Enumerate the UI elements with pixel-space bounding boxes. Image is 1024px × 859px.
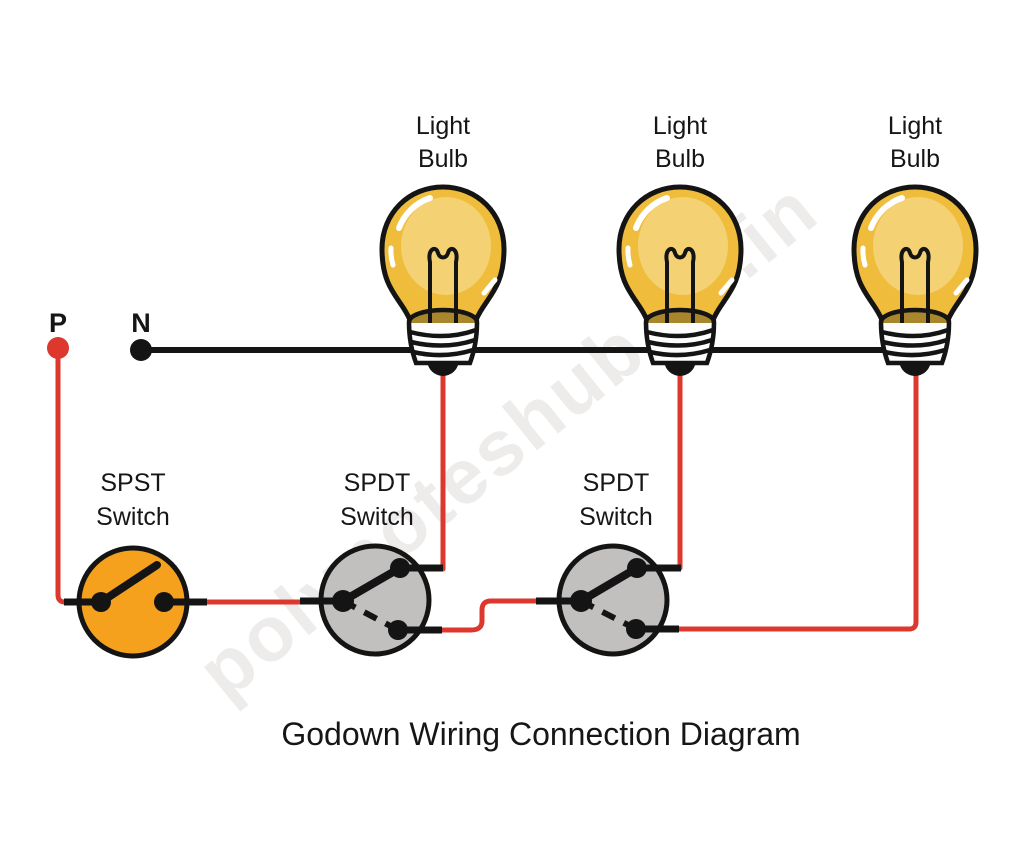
spst-terminal-left [91, 592, 111, 612]
wire-spdt1-to-spdt2 [439, 598, 540, 633]
neutral-terminal-dot [130, 339, 152, 361]
phase-terminal-dot [47, 337, 69, 359]
spdt2-terminal-common [570, 590, 592, 612]
diagram-title: Godown Wiring Connection Diagram [281, 716, 800, 752]
bulb-2: Light Bulb [619, 112, 741, 376]
wire-spdt2-to-bulb3 [675, 371, 919, 632]
spdt2-label-line1: SPDT [583, 469, 650, 497]
phase-wires [55, 349, 919, 633]
spdt2-terminal-bottom [626, 619, 646, 639]
spdt1-terminal-bottom [388, 620, 408, 640]
bulb-1: Light Bulb [382, 112, 504, 376]
bulb-2-label-line2: Bulb [655, 145, 705, 173]
phase-label: P [49, 308, 67, 338]
bulb-3-label-line1: Light [888, 112, 942, 140]
supply-terminals: P N [47, 308, 152, 361]
spdt-switch-2: SPDT Switch [536, 469, 681, 657]
bulb-1-label-line2: Bulb [418, 145, 468, 173]
spdt-switch-1: SPDT Switch [300, 469, 443, 657]
spst-label-line2: Switch [96, 503, 170, 531]
spst-terminal-right [154, 592, 174, 612]
spdt2-terminal-top [627, 558, 647, 578]
bulb-2-label-line1: Light [653, 112, 707, 140]
neutral-label: N [131, 308, 151, 338]
spdt2-label-line2: Switch [579, 503, 653, 531]
spst-lever [97, 561, 161, 606]
spdt1-label-line2: Switch [340, 503, 414, 531]
spdt1-label-line1: SPDT [344, 469, 411, 497]
spdt1-terminal-common [332, 590, 354, 612]
bulb-3-label-line2: Bulb [890, 145, 940, 173]
bulb-3: Light Bulb [854, 112, 976, 376]
spst-label-line1: SPST [100, 469, 165, 497]
spdt1-terminal-top [390, 558, 410, 578]
bulb-1-label-line1: Light [416, 112, 470, 140]
wire-phase-to-spst [55, 349, 73, 605]
spst-switch: SPST Switch [64, 469, 207, 659]
